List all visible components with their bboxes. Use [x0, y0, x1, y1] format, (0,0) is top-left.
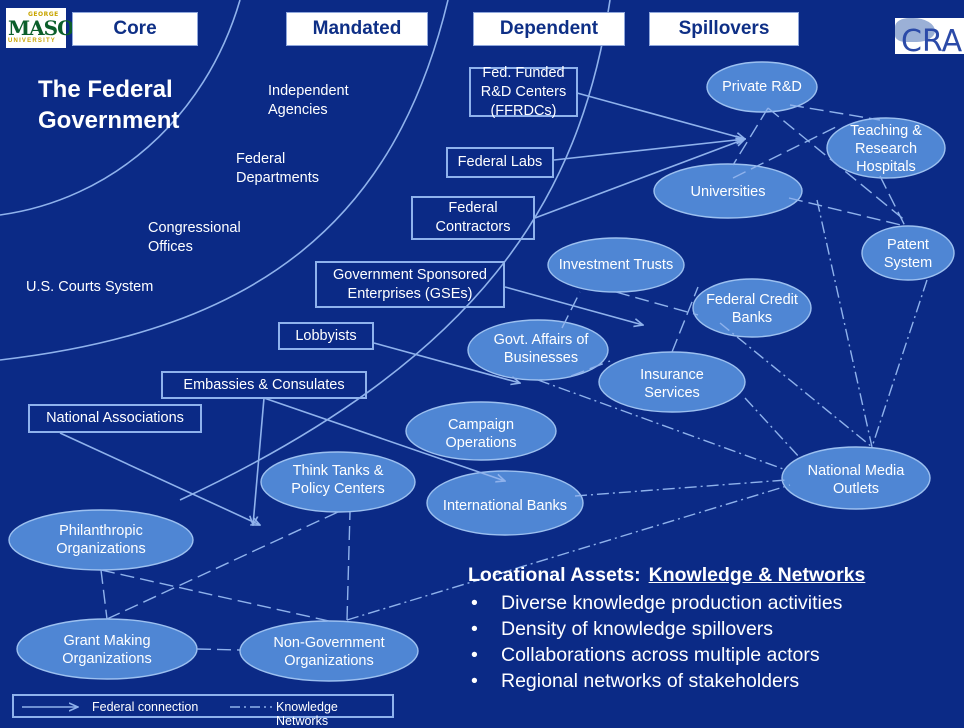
box-gses[interactable]: Government Sponsored Enterprises (GSEs)	[315, 261, 505, 308]
label-govt-affairs[interactable]: Govt. Affairs of Businesses	[493, 332, 589, 366]
university-logo: GEORGE MASON UNIVERSITY	[6, 8, 92, 48]
federal-connections	[59, 92, 745, 525]
knowledge-networks-dashdot	[346, 199, 928, 621]
tab-dependent[interactable]: Dependent	[473, 12, 625, 46]
box-lobbyists[interactable]: Lobbyists	[278, 322, 374, 350]
label-campaign-operations[interactable]: Campaign Operations	[445, 417, 517, 451]
assets-bullet: Diverse knowledge production activities	[468, 590, 865, 616]
tab-spillovers[interactable]: Spillovers	[649, 12, 799, 46]
label-investment-trusts[interactable]: Investment Trusts	[558, 257, 674, 273]
box-embassies[interactable]: Embassies & Consulates	[161, 371, 367, 399]
label-patent-system[interactable]: Patent System	[883, 237, 933, 271]
assets-bullet: Density of knowledge spillovers	[468, 616, 865, 642]
tab-core[interactable]: Core	[72, 12, 198, 46]
label-insurance-services[interactable]: Insurance Services	[640, 367, 704, 401]
oval-universities	[653, 163, 803, 219]
oval-think-tanks	[260, 451, 416, 513]
node-ovals	[8, 61, 955, 682]
federal-departments-label: Federal Departments	[236, 151, 320, 186]
legend-lines	[22, 696, 272, 718]
label-private-rd[interactable]: Private R&D	[722, 79, 802, 95]
assets-bullet: Collaborations across multiple actors	[468, 642, 865, 668]
core-boundary	[0, 0, 241, 216]
label-international-banks[interactable]: International Banks	[442, 498, 568, 514]
oval-patent-system	[861, 225, 955, 281]
region-map-icon	[895, 18, 935, 42]
oval-federal-credit-banks	[692, 278, 812, 338]
independent-agencies-label: Independent Agencies	[268, 83, 349, 118]
box-national-associations[interactable]: National Associations	[28, 404, 202, 433]
cra-logo: CRA	[895, 18, 964, 54]
dependent-boundary	[179, 0, 611, 501]
label-ngo[interactable]: Non-Government Organizations	[273, 635, 385, 669]
label-universities[interactable]: Universities	[690, 184, 766, 200]
label-philanthropic[interactable]: Philanthropic Organizations	[56, 523, 146, 557]
oval-international-banks	[426, 470, 584, 536]
oval-private-rd	[706, 61, 818, 113]
assets-bullet: Regional networks of stakeholders	[468, 668, 865, 694]
federal-government-title: The Federal Government	[38, 76, 180, 134]
sector-boundaries	[0, 0, 611, 501]
label-teaching-hospitals[interactable]: Teaching & Research Hospitals	[850, 123, 922, 175]
knowledge-networks	[100, 104, 908, 651]
label-federal-credit-banks[interactable]: Federal Credit Banks	[706, 292, 798, 326]
oval-campaign-operations	[405, 401, 557, 461]
label-grant-making[interactable]: Grant Making Organizations	[62, 633, 152, 667]
assets-heading: Locational Assets:Knowledge & Networks	[468, 564, 866, 586]
mandated-boundary	[0, 0, 449, 361]
box-ffrdcs[interactable]: Fed. Funded R&D Centers (FFRDCs)	[469, 65, 578, 119]
congressional-offices-label: Congressional Offices	[148, 220, 241, 255]
label-national-media-outlets[interactable]: National Media Outlets	[807, 463, 905, 497]
assets-bullets: Diverse knowledge production activities …	[468, 590, 865, 694]
legend-federal-label: Federal connection	[92, 700, 199, 714]
box-federal-labs[interactable]: Federal Labs	[446, 147, 554, 178]
oval-national-media-outlets	[781, 446, 931, 510]
box-federal-contractors[interactable]: Federal Contractors	[411, 196, 535, 240]
oval-teaching-hospitals	[826, 117, 946, 179]
tab-mandated[interactable]: Mandated	[286, 12, 428, 46]
us-courts-label: U.S. Courts System	[26, 279, 154, 295]
legend: Federal connection Knowledge Networks	[12, 694, 394, 728]
locational-assets-panel: Locational Assets:Knowledge & Networks D…	[468, 562, 865, 694]
label-think-tanks[interactable]: Think Tanks & Policy Centers	[291, 463, 385, 497]
legend-knowledge-label: Knowledge Networks	[276, 700, 338, 728]
